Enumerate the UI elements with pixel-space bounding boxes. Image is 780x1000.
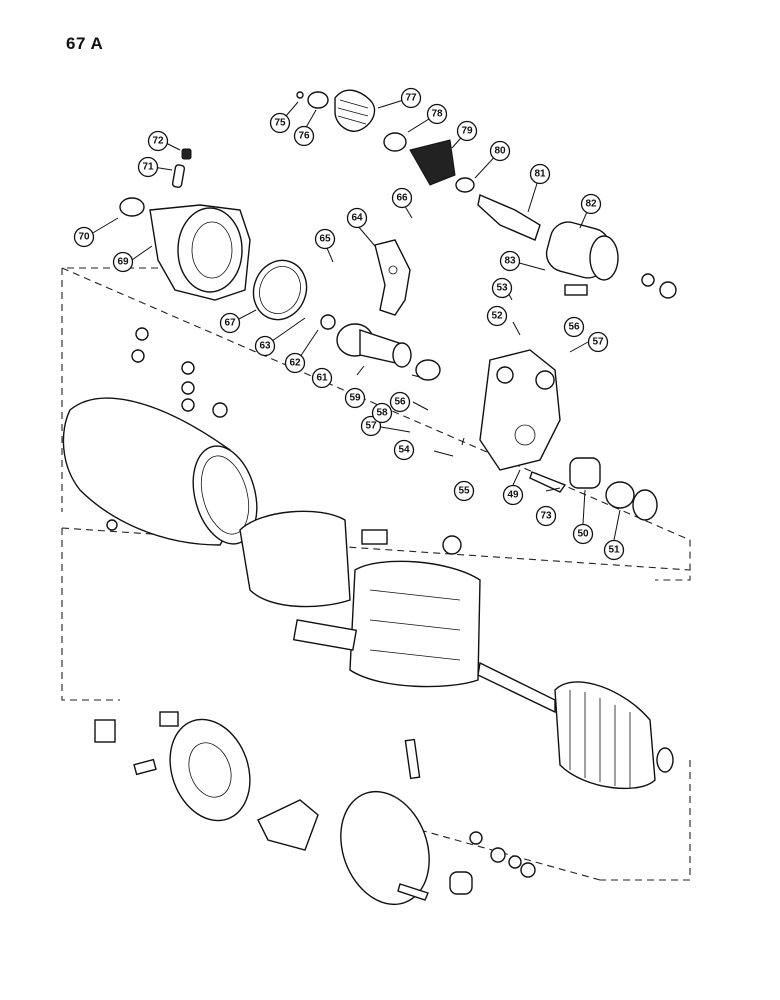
armature-part bbox=[477, 661, 674, 790]
washer-part-59 bbox=[415, 359, 441, 381]
drive-assembly-part bbox=[336, 323, 412, 368]
bolt-part-73 bbox=[529, 471, 567, 493]
callout-82: 82 bbox=[580, 193, 602, 215]
lever-housing-part bbox=[479, 349, 561, 471]
svg-text:63: 63 bbox=[259, 341, 271, 352]
svg-text:71: 71 bbox=[142, 162, 154, 173]
svg-text:76: 76 bbox=[298, 131, 310, 142]
svg-text:77: 77 bbox=[405, 93, 417, 104]
callout-79: 79 bbox=[456, 120, 478, 142]
svg-text:51: 51 bbox=[608, 545, 620, 556]
svg-text:81: 81 bbox=[534, 169, 546, 180]
callout-54: 54 bbox=[393, 439, 415, 461]
callout-83: 83 bbox=[499, 250, 521, 272]
svg-text:72: 72 bbox=[152, 136, 164, 147]
plug-part-72 bbox=[181, 148, 192, 160]
callout-76: 76 bbox=[293, 125, 315, 147]
svg-text:66: 66 bbox=[396, 193, 408, 204]
end-cover-part bbox=[340, 738, 536, 906]
svg-text:53: 53 bbox=[496, 283, 508, 294]
svg-text:56: 56 bbox=[568, 322, 580, 333]
svg-text:61: 61 bbox=[316, 373, 328, 384]
callout-72: 72 bbox=[147, 130, 169, 152]
field-band-part bbox=[239, 510, 351, 608]
callout-73: 73 bbox=[535, 505, 557, 527]
callout-77: 77 bbox=[400, 87, 422, 109]
callout-70: 70 bbox=[73, 226, 95, 248]
callout-66: 66 bbox=[391, 187, 413, 209]
bushing-part-70 bbox=[119, 197, 145, 217]
svg-text:78: 78 bbox=[431, 109, 443, 120]
callout-62: 62 bbox=[284, 352, 306, 374]
svg-text:69: 69 bbox=[117, 257, 129, 268]
svg-text:49: 49 bbox=[507, 490, 519, 501]
callout-56: 56 bbox=[563, 316, 585, 338]
gasket-ring-part bbox=[252, 259, 308, 321]
svg-text:83: 83 bbox=[504, 256, 516, 267]
bushing-part-51 bbox=[605, 481, 658, 521]
callout-58: 58 bbox=[371, 402, 393, 424]
drive-housing-part bbox=[149, 204, 251, 301]
callout-53: 53 bbox=[491, 277, 513, 299]
callout-67: 67 bbox=[219, 312, 241, 334]
svg-text:54: 54 bbox=[398, 445, 410, 456]
svg-text:58: 58 bbox=[376, 408, 388, 419]
callout-61: 61 bbox=[311, 367, 333, 389]
callout-69: 69 bbox=[112, 251, 134, 273]
callout-52: 52 bbox=[486, 305, 508, 327]
svg-text:67: 67 bbox=[224, 318, 236, 329]
washer-part-62 bbox=[320, 314, 336, 330]
callout-57: 57 bbox=[360, 415, 382, 437]
svg-text:64: 64 bbox=[351, 213, 363, 224]
brush-holder-plate-part bbox=[94, 711, 319, 851]
callout-81: 81 bbox=[529, 163, 551, 185]
svg-text:73: 73 bbox=[540, 511, 552, 522]
callout-49: 49 bbox=[502, 484, 524, 506]
terminal-hardware-part bbox=[106, 327, 228, 531]
field-coils-part bbox=[292, 529, 481, 688]
svg-text:52: 52 bbox=[491, 311, 503, 322]
callout-71: 71 bbox=[137, 156, 159, 178]
shift-lever-part bbox=[374, 239, 411, 316]
field-frame-part bbox=[62, 397, 258, 546]
callout-57: 57 bbox=[587, 331, 609, 353]
plunger-spring-assembly bbox=[296, 89, 541, 241]
svg-text:56: 56 bbox=[394, 397, 406, 408]
svg-text:82: 82 bbox=[585, 199, 597, 210]
svg-text:80: 80 bbox=[494, 146, 506, 157]
callout-56: 56 bbox=[389, 391, 411, 413]
svg-text:50: 50 bbox=[577, 529, 589, 540]
solenoid-part bbox=[545, 221, 677, 299]
svg-text:62: 62 bbox=[289, 358, 301, 369]
svg-text:65: 65 bbox=[319, 234, 331, 245]
svg-text:79: 79 bbox=[461, 126, 473, 137]
callout-50: 50 bbox=[572, 523, 594, 545]
callout-63: 63 bbox=[254, 335, 276, 357]
callout-65: 65 bbox=[314, 228, 336, 250]
svg-text:55: 55 bbox=[458, 486, 470, 497]
callout-51: 51 bbox=[603, 539, 625, 561]
svg-text:57: 57 bbox=[592, 337, 604, 348]
callout-59: 59 bbox=[344, 387, 366, 409]
svg-text:75: 75 bbox=[274, 118, 286, 129]
svg-text:70: 70 bbox=[78, 232, 90, 243]
callout-64: 64 bbox=[346, 207, 368, 229]
pin-part-71 bbox=[171, 164, 186, 188]
callout-80: 80 bbox=[489, 140, 511, 162]
callout-78: 78 bbox=[426, 103, 448, 125]
svg-text:59: 59 bbox=[349, 393, 361, 404]
callout-75: 75 bbox=[269, 112, 291, 134]
svg-text:57: 57 bbox=[365, 421, 377, 432]
page-number-label: 67 A bbox=[66, 34, 104, 53]
callout-55: 55 bbox=[453, 480, 475, 502]
bushing-part-50 bbox=[569, 457, 601, 489]
dashed-group-outlines bbox=[61, 267, 691, 881]
